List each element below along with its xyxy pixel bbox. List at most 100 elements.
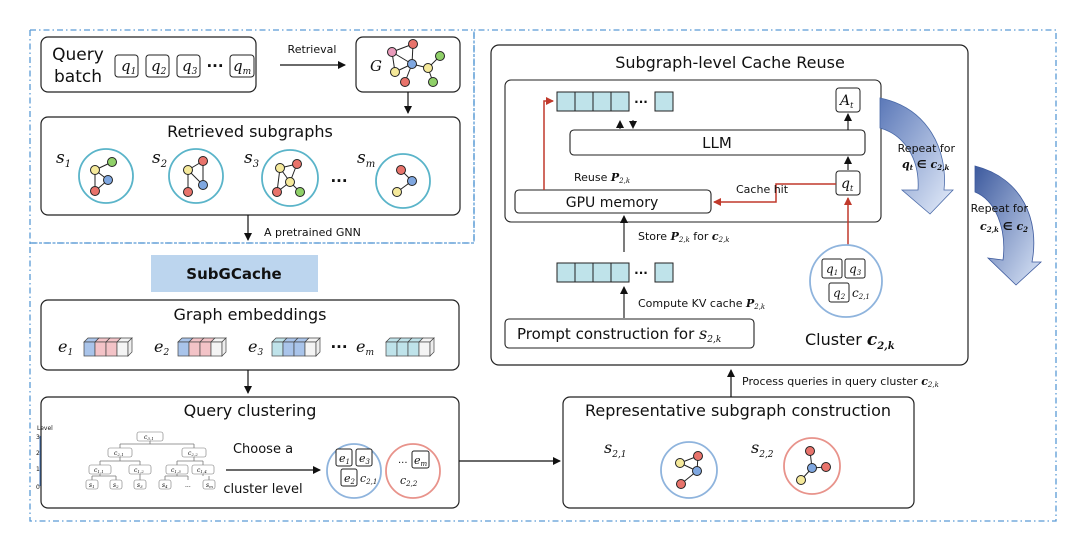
embedding-cell [116, 341, 129, 357]
cluster-dendrogram: Level 3 2 1 0 c3,1 c [36, 425, 216, 491]
embedding-cell [418, 341, 431, 357]
embedding-cell [105, 341, 118, 357]
svg-text:c2,2: c2,2 [400, 474, 418, 488]
tree-leaf: s3 [137, 482, 143, 489]
level-2: 2 [36, 450, 40, 457]
kv-cell [556, 91, 576, 112]
gpu-memory-label: GPU memory [566, 195, 658, 211]
cluster-c2k: q1 q3 q2 c2,1 [809, 244, 883, 318]
tree-c21: c2,1 [114, 450, 124, 457]
tree-root: c3,1 [144, 434, 154, 441]
graph-embeddings-title: Graph embeddings [174, 305, 327, 324]
kv-cell [654, 91, 674, 112]
llm-label: LLM [702, 134, 732, 152]
embedding-e2-vector [177, 337, 227, 357]
kv-cache-top: ··· [556, 91, 674, 112]
embedding-em-vector [385, 337, 435, 357]
tree-leaf: s2 [113, 482, 119, 489]
rep-s21-label: s2,1 [604, 438, 627, 460]
prompt-construction-label: Prompt construction for s2,k [517, 324, 721, 345]
embedding-cell [385, 341, 398, 357]
query-qt-label: qt [841, 176, 854, 193]
kv-dots: ··· [634, 266, 648, 280]
subgraph-s3 [261, 149, 319, 207]
kv-cache-middle: ··· [556, 262, 674, 283]
subgraph-s2-label: s2 [152, 148, 167, 170]
process-queries-label: Process queries in query cluster c2,k [742, 375, 939, 389]
cache-reuse-box: Subgraph-level Cache Reuse ··· LLM At qt… [490, 44, 969, 366]
svg-text:q3: q3 [849, 262, 862, 277]
knowledge-graph-box: G [355, 36, 461, 93]
svg-text:...: ... [398, 455, 408, 466]
level-axis-label: Level [37, 425, 53, 432]
answer-at-label: At [838, 93, 854, 110]
svg-text:q2: q2 [833, 286, 846, 301]
repeat-qt-arrow [879, 97, 954, 215]
svg-text:em: em [414, 454, 428, 468]
embedding-e1-vector [83, 337, 133, 357]
tree-level1-node: c1,2 [134, 467, 144, 474]
choose-level-label-1: Choose a [233, 442, 293, 457]
embedding-cell [188, 341, 201, 357]
embedding-cell [304, 341, 317, 357]
rep-subgraph-s22 [783, 437, 841, 495]
tree-leaf: s4 [162, 482, 168, 489]
store-label: Store P2,k for c2,k [638, 230, 730, 244]
retrieved-subgraphs-title: Retrieved subgraphs [167, 122, 333, 141]
query-q3: q3 [182, 57, 198, 77]
graph-g-label: G [370, 57, 382, 75]
subgraph-s2 [168, 148, 224, 204]
query-batch-box: Query batch q1 q2 q3 ··· qm [40, 36, 257, 93]
embedding-cell [407, 341, 420, 357]
kv-cell [610, 91, 630, 112]
embedding-cell [94, 341, 107, 357]
choose-level-label-2: cluster level [223, 482, 302, 497]
reuse-label: Reuse P2,k [574, 171, 630, 185]
tree-level1-node: c1,3 [171, 467, 181, 474]
embedding-cell [210, 341, 223, 357]
query-qm: qm [233, 57, 251, 77]
rep-s22-label: s2,2 [751, 438, 774, 460]
kv-cell [574, 91, 594, 112]
embedding-e1-label: e1 [58, 337, 73, 358]
kv-cell [654, 262, 674, 283]
svg-text:c2,1: c2,1 [360, 472, 377, 486]
tree-level1-node: c1,1 [94, 467, 104, 474]
embedding-cell [396, 341, 409, 357]
repeat-qt-label-1: Repeat for [898, 142, 956, 155]
subgraph-s3-label: s3 [244, 148, 259, 170]
cluster-c21: e1 e3 e2 c2,1 [326, 443, 382, 499]
level-1: 1 [36, 466, 40, 473]
cache-reuse-title: Subgraph-level Cache Reuse [615, 53, 845, 72]
svg-text:c2,1: c2,1 [852, 286, 870, 301]
embedding-e3-label: e3 [248, 337, 263, 358]
rep-subgraph-s21 [660, 441, 718, 499]
embedding-e3-vector [271, 337, 321, 357]
subgcache-badge [151, 255, 318, 292]
kv-cell [592, 91, 612, 112]
retrieval-label: Retrieval [288, 43, 337, 56]
repeat-cluster-label-1: Repeat for [971, 202, 1029, 215]
repeat-cluster-label-2: c2,k ∈ c2 [980, 220, 1028, 234]
svg-text:e2: e2 [344, 472, 356, 486]
embedding-cell [83, 341, 96, 357]
repeat-cluster-arrow [974, 165, 1043, 286]
compute-kv-label: Compute KV cache P2,k [638, 297, 765, 311]
query-qt-box [835, 170, 861, 196]
subgraph-dots: ··· [330, 172, 347, 190]
query-batch-label-2: batch [54, 67, 102, 87]
embedding-e2-label: e2 [154, 337, 169, 358]
level-3: 3 [36, 434, 40, 441]
embedding-dots: ··· [330, 338, 347, 356]
answer-at-box [835, 87, 861, 113]
embedding-em-label: em [356, 337, 374, 358]
gpu-memory-box [514, 189, 712, 214]
subgraph-s1-label: s1 [56, 148, 71, 170]
svg-text:e1: e1 [339, 452, 350, 466]
cluster-c22: ... em c2,2 [385, 443, 441, 499]
query-clustering-title: Query clustering [184, 401, 317, 420]
llm-box [569, 129, 866, 156]
cluster-c2k-label: Cluster c2,k [805, 330, 895, 352]
kv-cell [592, 262, 612, 283]
